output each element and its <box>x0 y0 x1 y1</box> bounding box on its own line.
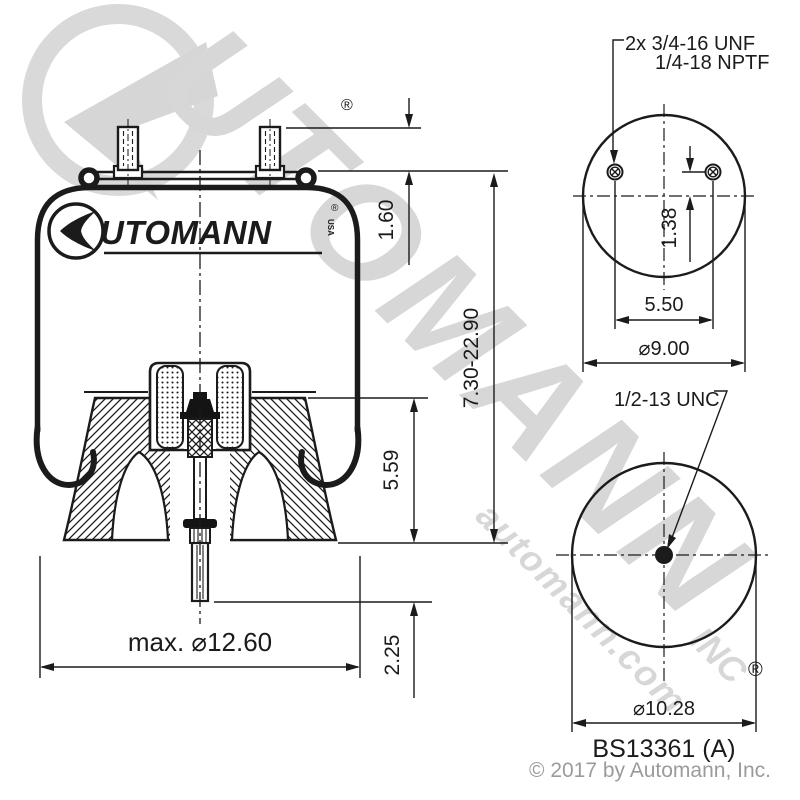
dim-overall-height: 7.30-22.90 <box>460 173 498 543</box>
logo-arrow-small-icon <box>66 224 82 238</box>
watermark-arrow-icon <box>64 42 218 200</box>
dim-port-spacing: 5.50 <box>614 181 714 329</box>
copyright-text: © 2017 by Automann, Inc. <box>529 759 771 782</box>
dim-max-diameter: max. ⌀12.60 <box>40 627 360 671</box>
thread-note-top: 2x 3/4-16 UNF 1/4-18 NPTF <box>610 33 769 164</box>
piston-void-right <box>230 450 290 542</box>
mounting-stud-left <box>112 119 144 186</box>
watermark: UTOMANN automann.com INC ® ® <box>22 0 782 722</box>
bellows-outline <box>34 184 361 432</box>
dim-stud-height-text: 1.60 <box>375 200 398 241</box>
bolt-hole-dot <box>655 546 673 564</box>
thread-note-text: 1/2-13 UNC <box>614 389 720 411</box>
piston-void-left <box>110 450 170 542</box>
air-fitting-left <box>606 163 624 181</box>
footer: BS13361 (A) © 2017 by Automann, Inc. <box>529 735 771 782</box>
bottom-view: 1/2-13 UNC ⌀10.28 <box>556 389 772 732</box>
top-view: 2x 3/4-16 UNF 1/4-18 NPTF 1.38 5.50 <box>573 33 769 372</box>
dim-plate-diameter-text: ⌀9.00 <box>639 338 690 360</box>
bead-plate-curl-left <box>78 167 100 189</box>
dim-bolt-protrusion: 2.25 <box>381 602 418 698</box>
part-number: BS13361 (A) <box>592 735 735 763</box>
thread-note-line2: 1/4-18 NPTF <box>655 52 769 74</box>
dim-plate-diameter: ⌀9.00 <box>582 202 746 372</box>
air-fitting-right <box>704 163 722 181</box>
dim-bolt-protrusion-text: 2.25 <box>381 635 404 676</box>
dim-port-offset: 1.38 <box>658 146 706 262</box>
dim-max-diameter-text: max. ⌀12.60 <box>128 627 272 657</box>
dim-port-offset-text: 1.38 <box>658 208 681 249</box>
thread-note-bottom: 1/2-13 UNC <box>614 389 729 549</box>
thread-note-line1: 2x 3/4-16 UNF <box>625 33 755 55</box>
dim-piston-height-text: 5.59 <box>380 450 403 491</box>
dim-overall-height-text: 7.30-22.90 <box>460 308 483 408</box>
dim-stud-height: 1.60 <box>375 98 413 265</box>
front-view: UTOMANN USA ® <box>33 98 508 698</box>
dim-piston-diameter-text: ⌀10.28 <box>633 698 695 720</box>
logo-usa-text: USA <box>326 219 335 236</box>
logo-arrow-icon <box>60 211 96 251</box>
dim-piston-diameter: ⌀10.28 <box>571 560 757 732</box>
automann-logo: UTOMANN USA ® <box>47 202 339 260</box>
mounting-stud-right <box>254 119 286 186</box>
logo-registered-icon: ® <box>331 203 339 214</box>
dim-piston-height: 5.59 <box>380 398 418 543</box>
watermark-registered-icon: ® <box>341 97 353 114</box>
watermark-brand-text: UTOMANN <box>128 0 781 649</box>
dim-port-spacing-text: 5.50 <box>645 294 684 316</box>
front-view-extension-lines <box>39 127 508 678</box>
bead-plate-curl-right <box>295 167 317 189</box>
logo-text: UTOMANN <box>100 214 272 251</box>
